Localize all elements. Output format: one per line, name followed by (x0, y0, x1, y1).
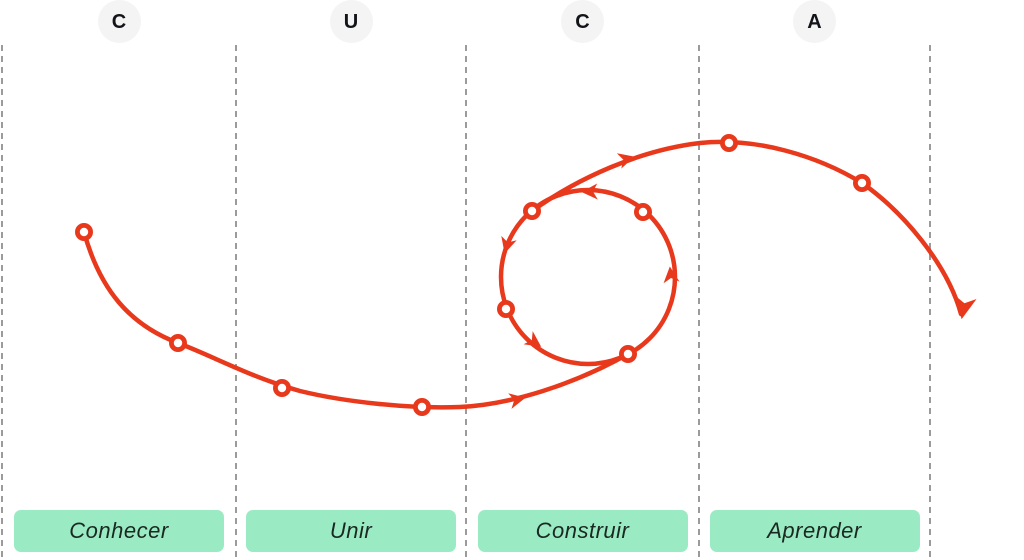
direction-arrow-icon (508, 393, 526, 409)
stage-label: Aprender (709, 510, 920, 552)
direction-arrow-icon (663, 266, 680, 284)
stage-label-text: Aprender (767, 518, 862, 543)
path-dot (634, 202, 653, 221)
stage-badge: A (793, 0, 836, 43)
stage-label-text: Conhecer (69, 518, 169, 543)
stage-badge-letter: C (111, 10, 127, 33)
direction-arrow-icon (954, 295, 977, 320)
direction-arrow-icon (616, 153, 635, 169)
path-dot (619, 344, 638, 363)
direction-arrow-icon (523, 331, 542, 347)
stage-badge: C (97, 0, 141, 43)
stage-label: Conhecer (14, 510, 224, 552)
stage-badge-letter: C (575, 10, 590, 33)
path-dot (168, 333, 187, 352)
stage-label: Unir (246, 510, 456, 552)
stage-label-text: Unir (329, 518, 373, 543)
stage-badge-letter: U (343, 10, 359, 33)
path-dot (523, 201, 542, 220)
stage-badge-letter: A (807, 10, 822, 33)
path-dot (720, 133, 739, 152)
stage-label-text: Construir (535, 518, 630, 543)
stage-label: Construir (477, 510, 688, 552)
direction-arrow-icon (581, 183, 598, 200)
stage-badge: C (561, 0, 604, 43)
column-divider (465, 45, 467, 560)
column-divider (1, 45, 3, 560)
column-divider (929, 45, 931, 560)
direction-arrow-icon (501, 235, 517, 254)
column-divider (235, 45, 237, 560)
exit-sweep-curve (529, 139, 964, 317)
path-dot (75, 222, 94, 241)
path-dot (853, 173, 872, 192)
entry-sweep-curve (81, 229, 631, 410)
path-dot (496, 299, 515, 318)
path-dot (412, 397, 431, 416)
column-divider (698, 45, 700, 560)
path-dot (272, 378, 291, 397)
stage-badge: U (329, 0, 373, 43)
